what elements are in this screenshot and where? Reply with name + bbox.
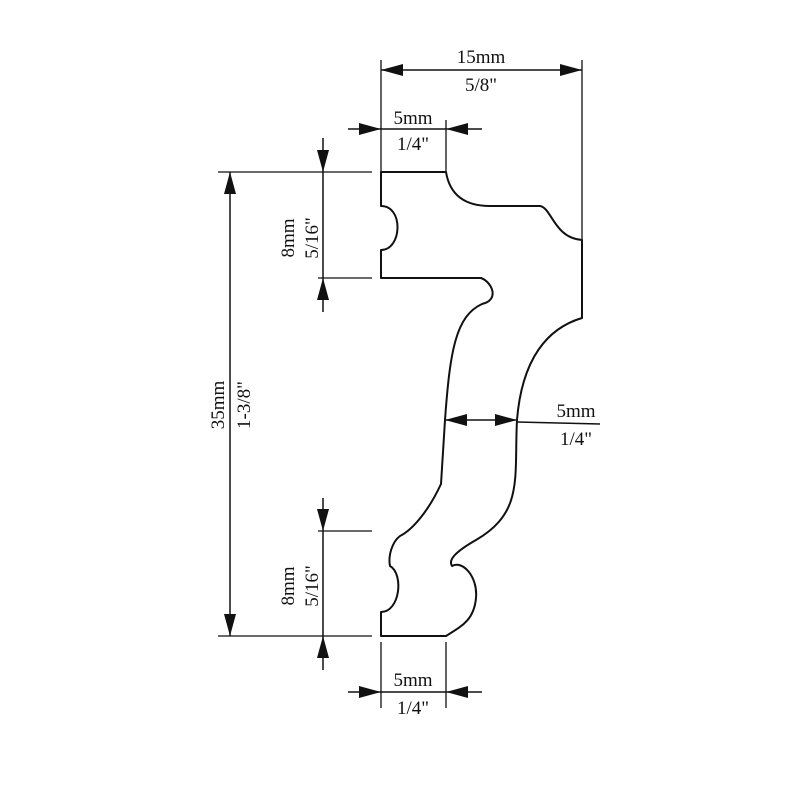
arrow-top-width-left <box>381 64 403 76</box>
label-top-width-inch: 5/8" <box>465 75 497 96</box>
label-top-step-inch: 1/4" <box>397 134 429 155</box>
label-bottom-step-inch: 1/4" <box>397 698 429 719</box>
label-overall-height-mm: 35mm <box>208 381 229 430</box>
arrow-bottom-step-right <box>446 686 468 698</box>
arrow-overall-height-top <box>224 172 236 194</box>
label-lower-bead-mm: 8mm <box>278 566 299 605</box>
label-bottom-step-mm: 5mm <box>393 670 432 691</box>
arrow-top-step-right <box>446 123 468 135</box>
label-top-step-mm: 5mm <box>393 108 432 129</box>
arrow-bottom-step-left <box>359 686 381 698</box>
label-overall-height-inch: 1-3/8" <box>234 381 255 429</box>
arrow-overall-height-bottom <box>224 614 236 636</box>
arrow-upper-bead-top <box>317 150 329 172</box>
molding-profile <box>380 171 583 637</box>
label-lower-bead-inch: 5/16" <box>302 565 323 607</box>
label-upper-bead-mm: 8mm <box>278 218 299 257</box>
label-wall-thickness-mm: 5mm <box>556 401 595 422</box>
arrow-top-step-left <box>359 123 381 135</box>
arrow-top-width-right <box>560 64 582 76</box>
arrow-lower-bead-bottom <box>317 636 329 658</box>
label-wall-thickness-inch: 1/4" <box>560 429 592 450</box>
label-upper-bead-inch: 5/16" <box>302 217 323 259</box>
arrow-lower-bead-top <box>317 509 329 531</box>
arrow-upper-bead-bottom <box>317 278 329 300</box>
dim-leader-wall-thickness <box>516 421 601 425</box>
label-top-width-mm: 15mm <box>457 47 506 68</box>
